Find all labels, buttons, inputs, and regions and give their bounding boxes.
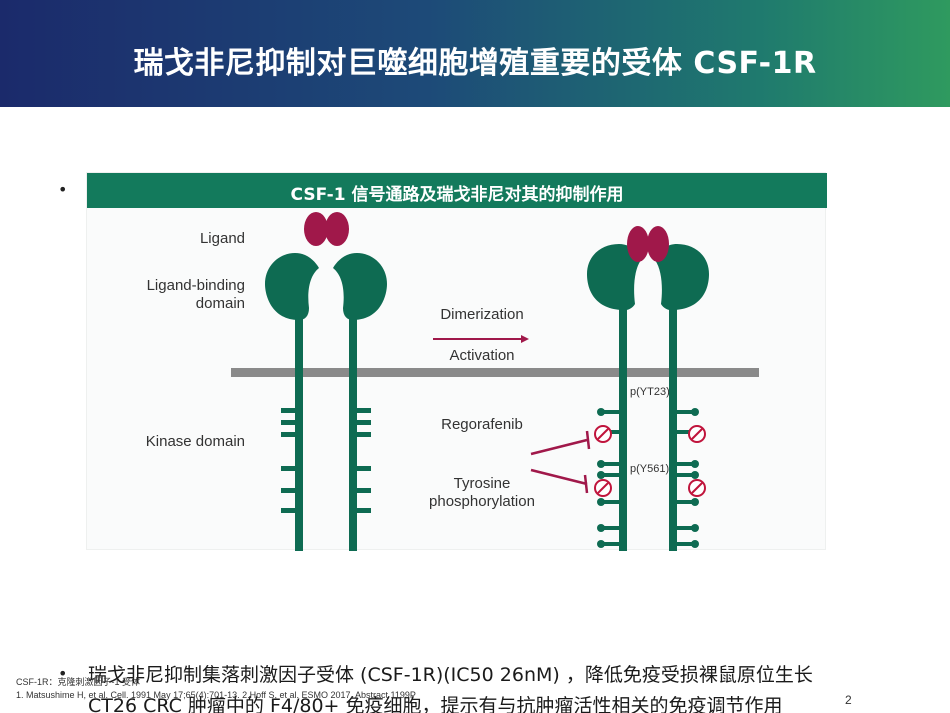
footnote-line-2: 1. Matsushime H, et al. Cell. 1991 May 1… xyxy=(16,690,416,700)
figure-banner: CSF-1 信号通路及瑞戈非尼对其的抑制作用 xyxy=(87,173,827,208)
left-receptor-1 xyxy=(265,253,319,551)
dimerization-arrow xyxy=(433,335,529,343)
label-p-yt23: p(YT23) xyxy=(630,386,670,398)
label-domain: domain xyxy=(195,295,245,312)
pathway-diagram xyxy=(231,212,759,551)
inhibited-site-icon xyxy=(594,425,706,497)
footnote: CSF-1R：克隆刺激因子-1 受体 1. Matsushime H, et a… xyxy=(16,676,536,702)
left-receptor-pair xyxy=(265,212,387,551)
footnote-line-1: CSF-1R：克隆刺激因子-1 受体 xyxy=(16,677,141,687)
body-line-2: CT26 CRC 肿瘤中的 F4/80+ 免疫细胞，提示有与抗肿瘤活性相关的免疫… xyxy=(88,695,783,713)
label-phosphorylation: phosphorylation xyxy=(429,493,535,510)
bullet-1: • xyxy=(58,180,68,199)
regorafenib-inhibition xyxy=(530,430,591,494)
body-text: 瑞戈非尼抑制集落刺激因子受体 (CSF-1R)(IC50 26nM) ，降低免疫… xyxy=(88,660,888,713)
label-tyrosine: Tyrosine xyxy=(453,475,511,492)
bullet-2: • xyxy=(58,664,68,683)
right-receptor-dimer xyxy=(587,226,709,551)
title-bar: 瑞戈非尼抑制对巨噬细胞增殖重要的受体 CSF-1R xyxy=(0,0,950,107)
label-dimerization: Dimerization xyxy=(440,306,524,323)
label-regorafenib: Regorafenib xyxy=(441,416,523,433)
figure-title: CSF-1 信号通路及瑞戈非尼对其的抑制作用 xyxy=(290,185,624,205)
label-activation: Activation xyxy=(449,347,515,364)
label-ligand-binding: Ligand-binding xyxy=(146,277,245,294)
label-kinase-domain: Kinase domain xyxy=(145,433,245,450)
page-number: 2 xyxy=(845,693,852,707)
cell-membrane xyxy=(231,368,759,377)
slide-title: 瑞戈非尼抑制对巨噬细胞增殖重要的受体 CSF-1R xyxy=(133,46,817,81)
label-ligand: Ligand xyxy=(199,230,245,247)
body-line-1: 瑞戈非尼抑制集落刺激因子受体 (CSF-1R)(IC50 26nM) ，降低免疫… xyxy=(88,664,813,686)
csf1-pathway-figure: CSF-1 信号通路及瑞戈非尼对其的抑制作用 xyxy=(86,172,827,551)
ligand-dimer-free xyxy=(304,212,349,246)
left-receptor-2 xyxy=(333,253,387,551)
label-p-y561: p(Y561) xyxy=(630,463,670,475)
